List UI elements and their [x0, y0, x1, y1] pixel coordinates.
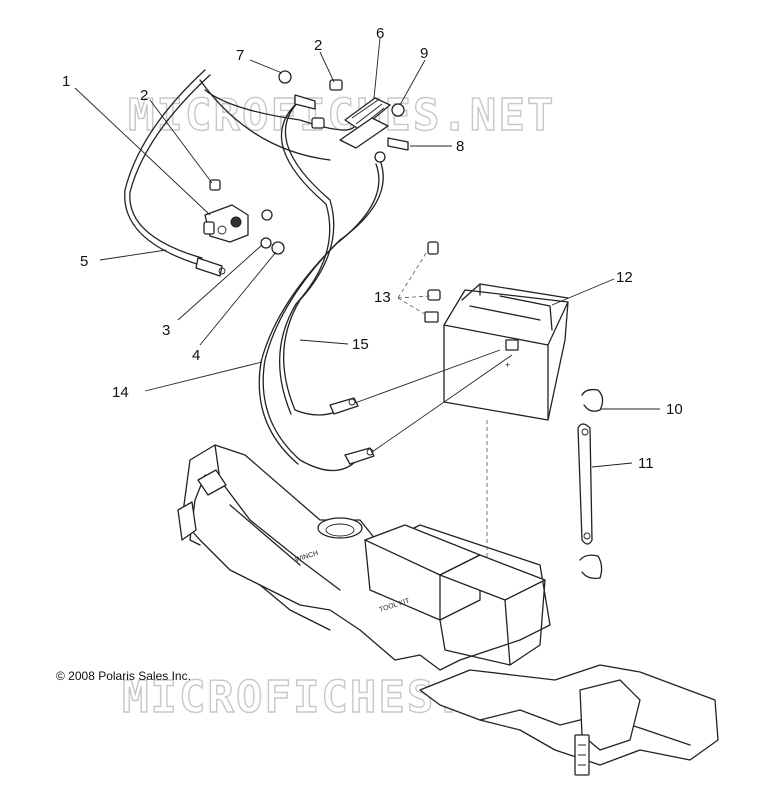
callout-9: 9 — [420, 45, 428, 62]
callout-3: 3 — [162, 322, 170, 339]
callout-10: 10 — [666, 401, 683, 418]
callout-14: 14 — [112, 384, 129, 401]
bolt-top-mid — [311, 117, 325, 129]
callout-11: 11 — [638, 455, 654, 472]
battery-cables — [124, 69, 513, 472]
callout-1: 1 — [62, 73, 70, 90]
copyright-notice: © 2008 Polaris Sales Inc. — [56, 669, 191, 683]
nut-right — [391, 103, 405, 117]
solenoid — [203, 204, 249, 243]
svg-text:+: + — [505, 360, 510, 370]
callout-7: 7 — [236, 47, 244, 64]
retainer-clip-top — [581, 388, 604, 412]
nut-top — [278, 70, 292, 84]
cable-end-top — [294, 94, 316, 110]
callout-2b: 2 — [314, 37, 322, 54]
battery-hardware — [397, 241, 441, 323]
ring-terminal — [261, 209, 273, 221]
watermark-top: MICROFICHES.NET — [128, 90, 555, 141]
battery: + — [443, 283, 569, 421]
retainer-clip-bottom — [579, 554, 603, 580]
battery-strap — [577, 423, 593, 545]
callout-8: 8 — [456, 138, 464, 155]
callout-15: 15 — [352, 336, 369, 353]
callout-6: 6 — [376, 25, 384, 42]
callout-leaders — [74, 37, 660, 468]
callout-12: 12 — [616, 269, 633, 286]
lock-nut — [271, 241, 285, 255]
ring-terminal-2 — [374, 151, 386, 163]
storage-tray: WINCH TOOL KIT — [177, 444, 719, 776]
callout-2a: 2 — [140, 87, 148, 104]
fuse-block — [339, 97, 391, 149]
callout-5: 5 — [80, 253, 88, 270]
callout-13: 13 — [374, 289, 391, 306]
bolt-top-2 — [329, 79, 343, 91]
washer-terminal — [260, 237, 272, 249]
bracket-plate — [387, 137, 409, 151]
callout-4: 4 — [192, 347, 200, 364]
callouts: 1 2 2 3 4 5 6 7 8 9 10 11 12 13 14 15 — [62, 25, 683, 472]
bolt-left — [209, 179, 221, 191]
